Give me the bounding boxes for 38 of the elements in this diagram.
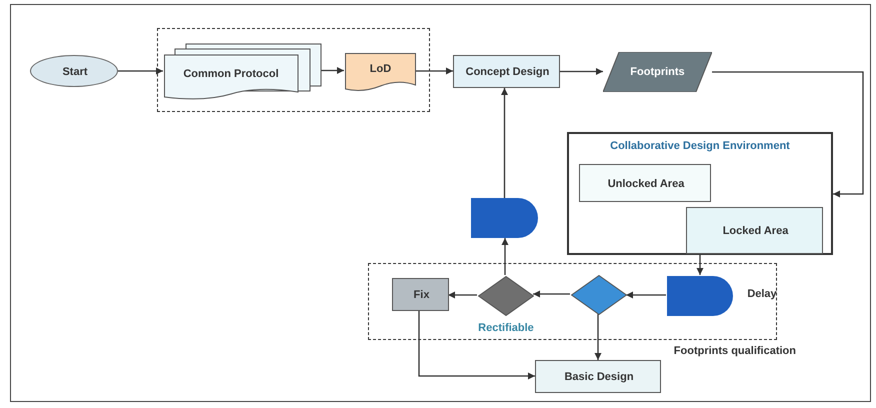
dashed-group-box: [157, 28, 430, 112]
delay-shape: [471, 198, 538, 238]
node-label: LoD: [370, 62, 392, 76]
arrow: [501, 88, 508, 198]
node-label: Start: [62, 64, 88, 80]
arrow: [712, 71, 864, 198]
document-shape: [345, 53, 416, 91]
arrow: [560, 68, 603, 75]
arrow: [321, 67, 344, 74]
node-label: Footprints: [630, 64, 685, 80]
side-label: Delay: [746, 287, 778, 302]
node-label: Basic Design: [564, 370, 634, 385]
arrow: [502, 238, 508, 275]
arrow: [533, 290, 570, 298]
node-label: Locked Area: [722, 224, 788, 239]
arrow: [418, 310, 535, 380]
area-box: [579, 164, 711, 202]
side-label: Rectifiable: [477, 321, 535, 336]
arrow: [594, 314, 602, 360]
arrow: [448, 292, 477, 298]
process-box: [392, 278, 449, 311]
panel-heading: Collaborative Design Environment: [609, 139, 791, 154]
area-box: [686, 207, 823, 254]
decision-diamond: [571, 275, 627, 315]
arrow: [118, 68, 163, 74]
arrow: [696, 255, 704, 275]
environment-panel: [567, 132, 833, 255]
process-box: [453, 55, 560, 88]
data-parallelogram: [603, 52, 712, 92]
process-box: [535, 360, 661, 393]
group-label: Footprints qualification: [674, 344, 796, 358]
node-label: Fix: [414, 288, 430, 303]
arrow: [626, 292, 666, 298]
node-label: Common Protocol: [183, 67, 279, 82]
arrow: [415, 68, 453, 74]
node-label: Unlocked Area: [608, 176, 684, 192]
node-label: Concept Design: [466, 65, 550, 80]
multi-document-shape: [164, 43, 322, 100]
